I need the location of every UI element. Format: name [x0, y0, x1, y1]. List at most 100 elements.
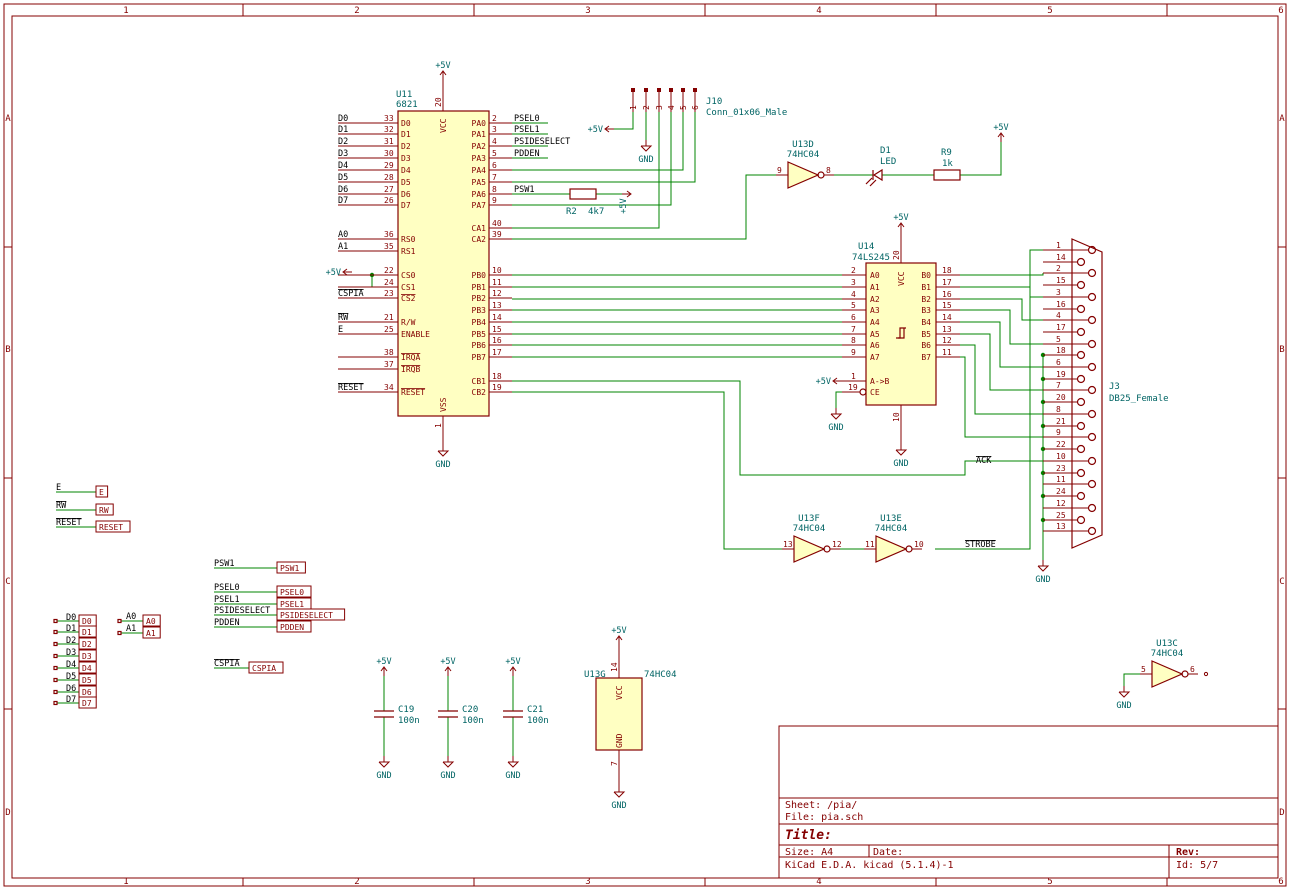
u14-pin-num: 3 [851, 278, 856, 287]
u13g-gnd-name: GND [615, 733, 624, 748]
c21-value: 100n [527, 716, 549, 726]
c21-ref: C21 [527, 705, 543, 715]
d1-value: LED [880, 157, 896, 167]
u11-pin-num: 6 [492, 161, 497, 170]
u11-pin-num: 18 [492, 372, 502, 381]
u11-pin-name: RS1 [401, 247, 416, 256]
label-psel0: PSEL0 [280, 588, 304, 597]
frame-row-C-right: C [1279, 577, 1284, 587]
u11-pin-num: 23 [384, 289, 394, 298]
label-d0: D0 [82, 617, 92, 626]
bus-entry-icon [53, 653, 58, 659]
c19-value: 100n [398, 716, 420, 726]
u14-pin-num: 4 [851, 290, 856, 299]
ground-icon [378, 761, 391, 768]
net-strobe: STROBE [965, 540, 996, 550]
wire-r9 [960, 142, 1002, 176]
frame-row-D-left: D [5, 808, 10, 818]
u11-pin-num: 10 [492, 266, 502, 275]
j3-pin-num: 11 [1056, 475, 1066, 484]
u13c-inverter-out-num: 6 [1190, 665, 1195, 674]
u14-pin-name: B3 [921, 306, 931, 315]
frame-column-4-bottom: 4 [816, 877, 821, 887]
u14-pin-num: 16 [942, 290, 952, 299]
bus-entry-icon [53, 618, 58, 624]
j10-pin-num: 2 [642, 105, 651, 110]
frame-column-2-top: 2 [354, 6, 359, 16]
u11-pin-name: IRQA [401, 353, 420, 362]
j3-pin-num: 4 [1056, 311, 1061, 320]
u11-pin-name: CA1 [472, 224, 487, 233]
d1-ref: D1 [880, 146, 891, 156]
j3-pin-7-icon [1087, 385, 1097, 395]
u11-vcc-name: VCC [439, 118, 448, 133]
label-d4: D4 [82, 664, 92, 673]
u14-dir-name: A->B [870, 377, 889, 386]
label-a0: A0 [146, 617, 156, 626]
u14-pin-num: 18 [942, 266, 952, 275]
label-d3-box [78, 649, 97, 662]
j3-pin-21-icon [1076, 421, 1086, 431]
wire-b6-to-j3 [960, 344, 1043, 415]
j3-pin-num: 19 [1056, 370, 1066, 379]
wire-ca1 [512, 112, 660, 229]
u13c-inverter-value: 74HC04 [1151, 649, 1184, 659]
u14-pin-num: 15 [942, 301, 952, 310]
wire-ce-gnd [835, 391, 842, 408]
c19-vcc-power: +5V [376, 657, 391, 667]
net-d2-label: D2 [66, 636, 76, 646]
net-a0-label: A0 [126, 612, 136, 622]
j10-pin-num: 6 [691, 105, 700, 110]
net-ack: ACK [976, 456, 992, 466]
date-label: Date: [873, 847, 903, 858]
j10-vcc-power: +5V [588, 125, 603, 135]
u11-pin-name: PB5 [472, 330, 487, 339]
u13c-gnd: GND [1116, 701, 1131, 711]
u11-pin-num: 26 [384, 196, 394, 205]
label-d4-box [78, 661, 97, 674]
d1-emission-arrow-icon [865, 177, 873, 185]
j3-pin-9-icon [1087, 432, 1097, 442]
u13f-inverter [793, 535, 826, 563]
u11-pin-num: 21 [384, 313, 394, 322]
u11-net-d3: D3 [338, 149, 348, 159]
u14-vcc-num: 20 [892, 250, 901, 260]
cs-vcc-power: +5V [326, 268, 341, 278]
u14-pin-name: B1 [921, 283, 931, 292]
u11-gnd: GND [435, 460, 450, 470]
power-arrow-icon [615, 635, 623, 641]
j3-pin-num: 14 [1056, 253, 1066, 262]
u14-pin-name: A1 [870, 283, 880, 292]
sheet-id: Id: 5/7 [1176, 860, 1218, 871]
u11-net-cspia: CSPIA [338, 289, 364, 299]
net-psw1-label: PSW1 [214, 559, 234, 569]
j3-pin-6-icon [1087, 362, 1097, 372]
power-arrow-icon [832, 377, 838, 385]
u11-pin-num: 9 [492, 196, 497, 205]
u11-pin-num: 25 [384, 325, 394, 334]
j3-pin-num: 22 [1056, 440, 1066, 449]
u14-pin-name: A4 [870, 318, 880, 327]
wire-pa4 [512, 112, 684, 171]
u14-vcc-name: VCC [897, 271, 906, 286]
j3-pin-2-icon [1087, 268, 1097, 278]
r9-vcc-power: +5V [993, 123, 1008, 133]
j3-pin-num: 6 [1056, 358, 1061, 367]
u11-pin-name: PA0 [472, 119, 487, 128]
u11-pin-name: D7 [401, 201, 411, 210]
r9-ref: R9 [941, 148, 952, 158]
net-pdden: PDDEN [514, 149, 540, 159]
u11-pin-name: PA4 [472, 166, 487, 175]
u13d-inverter-out-num: 8 [826, 166, 831, 175]
u13f-inverter-out-num: 12 [832, 540, 842, 549]
j3-pin-num: 20 [1056, 393, 1066, 402]
label-d1-box [78, 625, 97, 638]
u11-pin-num: 28 [384, 173, 394, 182]
u13f-inverter-value: 74HC04 [793, 524, 826, 534]
u11-pin-name: CS0 [401, 271, 416, 280]
label-pdden-box [276, 620, 312, 633]
j10-pin-head [657, 88, 661, 92]
u11-pin-num: 39 [492, 230, 502, 239]
bus-entry-icon [117, 618, 122, 624]
frame-column-6-bottom: 6 [1278, 877, 1283, 887]
